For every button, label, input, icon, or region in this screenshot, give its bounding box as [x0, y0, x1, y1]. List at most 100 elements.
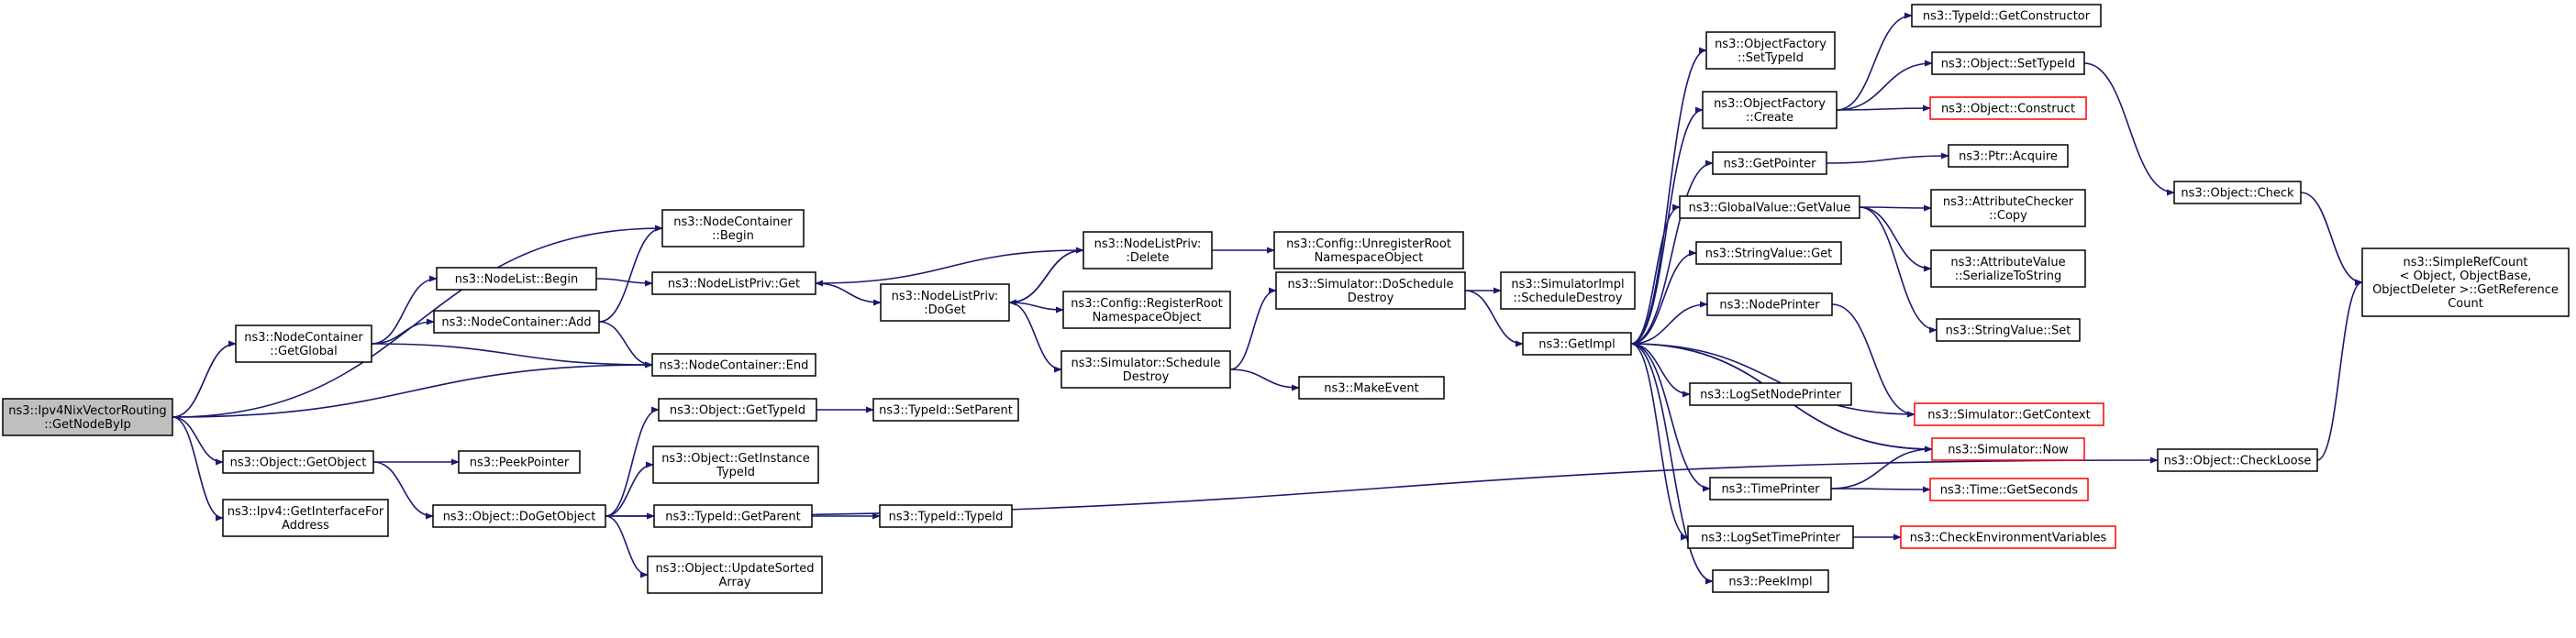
- edge-timeprinter-to-sim-now: [1830, 446, 1933, 490]
- node-box: [458, 450, 581, 474]
- node-box: [1931, 437, 2085, 461]
- node-label: Destroy: [1348, 292, 1394, 305]
- node-checkenv[interactable]: ns3::CheckEnvironmentVariables: [1900, 525, 2116, 549]
- edge-nodeprinter-to-sim-getcontext: [1831, 303, 1915, 418]
- node-box: [880, 283, 1010, 322]
- node-obj-gettypeid[interactable]: ns3::Object::GetTypeId: [658, 398, 817, 422]
- node-nlp-doget[interactable]: ns3::NodeListPriv::DoGet: [880, 283, 1010, 322]
- node-of-create[interactable]: ns3::ObjectFactory::Create: [1702, 91, 1838, 129]
- node-getpointer[interactable]: ns3::GetPointer: [1712, 151, 1827, 175]
- node-nc-add[interactable]: ns3::NodeContainer::Add: [433, 310, 600, 334]
- node-peekimpl[interactable]: ns3::PeekImpl: [1712, 569, 1829, 593]
- node-box: [1712, 569, 1829, 593]
- edge-line: [372, 461, 434, 520]
- edge-line: [1836, 12, 1913, 111]
- node-nc-getglobal[interactable]: ns3::NodeContainer::GetGlobal: [235, 324, 372, 363]
- node-box: [661, 209, 805, 248]
- node-nl-begin[interactable]: ns3::NodeList::Begin: [436, 267, 597, 291]
- node-typeid-getparent[interactable]: ns3::TypeId::GetParent: [653, 504, 813, 528]
- edge-line: [371, 343, 653, 368]
- edge-line: [1630, 47, 1707, 345]
- node-box: [1929, 478, 2089, 501]
- node-logsetnodeprinter[interactable]: ns3::LogSetNodePrinter: [1689, 382, 1852, 406]
- node-attrchecker-copy[interactable]: ns3::AttributeChecker::Copy: [1930, 189, 2086, 227]
- node-gv-getvalue[interactable]: ns3::GlobalValue::GetValue: [1679, 195, 1860, 219]
- node-label: ns3::Object::Construct: [1941, 103, 2075, 116]
- node-nc-begin[interactable]: ns3::NodeContainer::Begin: [661, 209, 805, 248]
- node-typeid-getconstructor[interactable]: ns3::TypeId::GetConstructor: [1911, 4, 2102, 28]
- node-label: ns3::NodeContainer::Add: [441, 316, 591, 330]
- node-nlp-get[interactable]: ns3::NodeListPriv::Get: [651, 271, 816, 295]
- node-box: [1062, 291, 1231, 329]
- node-box: [1712, 151, 1827, 175]
- edge-line: [1830, 446, 1933, 490]
- node-box: [1705, 31, 1836, 70]
- node-sim-now[interactable]: ns3::Simulator::Now: [1931, 437, 2085, 461]
- node-box: [1709, 477, 1832, 500]
- node-box: [1695, 241, 1842, 265]
- node-label: ns3::MakeEvent: [1324, 382, 1419, 396]
- node-obj-settypeid[interactable]: ns3::Object::SetTypeId: [1931, 51, 2085, 75]
- node-nlp-delete[interactable]: ns3::NodeListPriv::Delete: [1083, 231, 1213, 270]
- node-simplerefcount[interactable]: ns3::SimpleRefCount< Object, ObjectBase,…: [2361, 248, 2570, 317]
- node-time-getseconds[interactable]: ns3::Time::GetSeconds: [1929, 478, 2089, 501]
- node-obj-checkloose[interactable]: ns3::Object::CheckLoose: [2157, 448, 2318, 472]
- node-typeid-typeid[interactable]: ns3::TypeId::TypeId: [879, 504, 1013, 528]
- edge-line: [605, 515, 649, 578]
- node-typeid-setparent[interactable]: ns3::TypeId::SetParent: [872, 398, 1019, 422]
- node-obj-construct[interactable]: ns3::Object::Construct: [1929, 96, 2087, 120]
- node-sim-scheduledestroy[interactable]: ns3::Simulator::ScheduleDestroy: [1060, 350, 1231, 389]
- node-makeevent[interactable]: ns3::MakeEvent: [1298, 376, 1445, 400]
- node-attrvalue-serialize[interactable]: ns3::AttributeValue::SerializeToString: [1930, 249, 2086, 288]
- node-label: ::SerializeToString: [1955, 270, 2061, 283]
- node-label: < Object, ObjectBase,: [2400, 270, 2532, 283]
- node-simimpl-scheduledestroy[interactable]: ns3::SimulatorImpl::ScheduleDestroy: [1500, 271, 1636, 310]
- node-label: ::Create: [1746, 111, 1793, 125]
- edge-obj-dogetobject-to-obj-checkloose: [605, 456, 2159, 517]
- edge-sim-scheduledestroy-to-makeevent: [1229, 368, 1300, 391]
- node-nc-end[interactable]: ns3::NodeContainer::End: [651, 353, 816, 377]
- edge-sim-doscheduledestroy-to-getimpl: [1464, 290, 1524, 347]
- node-stringvalue-set[interactable]: ns3::StringValue::Set: [1936, 318, 2081, 342]
- node-timeprinter[interactable]: ns3::TimePrinter: [1709, 477, 1832, 500]
- node-obj-dogetobject[interactable]: ns3::Object::DoGetObject: [432, 504, 606, 528]
- edge-line: [1008, 302, 1064, 314]
- node-obj-getobject[interactable]: ns3::Object::GetObject: [222, 450, 374, 474]
- edge-line: [598, 225, 663, 323]
- node-nodeprinter[interactable]: ns3::NodePrinter: [1706, 292, 1833, 316]
- node-peekpointer[interactable]: ns3::PeekPointer: [458, 450, 581, 474]
- node-cfg-unregister[interactable]: ns3::Config::UnregisterRootNamespaceObje…: [1273, 231, 1464, 270]
- node-box: [1931, 51, 2085, 75]
- edge-nlp-doget-to-cfg-register: [1008, 302, 1064, 314]
- node-box: [235, 324, 372, 363]
- node-label: ::GetNodeByIp: [44, 418, 131, 432]
- node-getimpl[interactable]: ns3::GetImpl: [1522, 332, 1632, 356]
- node-label: ::Begin: [712, 229, 754, 243]
- node-label: ns3::StringValue::Set: [1946, 324, 2071, 338]
- node-box: [1702, 91, 1838, 129]
- node-obj-check[interactable]: ns3::Object::Check: [2173, 181, 2302, 204]
- node-label: ObjectDeleter >::GetReference: [2372, 283, 2559, 297]
- node-stringvalue-get[interactable]: ns3::StringValue::Get: [1695, 241, 1842, 265]
- edge-line: [172, 416, 224, 522]
- edge-getimpl-to-getpointer: [1630, 160, 1714, 345]
- node-label: ns3::NodeListPriv:: [1094, 237, 1202, 251]
- node-label: ns3::ObjectFactory: [1715, 38, 1827, 51]
- node-sim-getcontext[interactable]: ns3::Simulator::GetContext: [1914, 402, 2104, 426]
- node-logsettimeprinter[interactable]: ns3::LogSetTimePrinter: [1687, 525, 1854, 549]
- node-label: ns3::NodeList::Begin: [455, 273, 578, 287]
- edges-layer: [172, 12, 2363, 585]
- node-box: [872, 398, 1019, 422]
- node-box: [2157, 448, 2318, 472]
- node-root: ns3::Ipv4NixVectorRouting::GetNodeByIp: [2, 398, 173, 436]
- node-of-settypeid[interactable]: ns3::ObjectFactory::SetTypeId: [1705, 31, 1836, 70]
- edge-line: [1859, 204, 1932, 212]
- edge-line: [1836, 60, 1933, 111]
- node-ptr-acquire[interactable]: ns3::Ptr::Acquire: [1948, 144, 2069, 168]
